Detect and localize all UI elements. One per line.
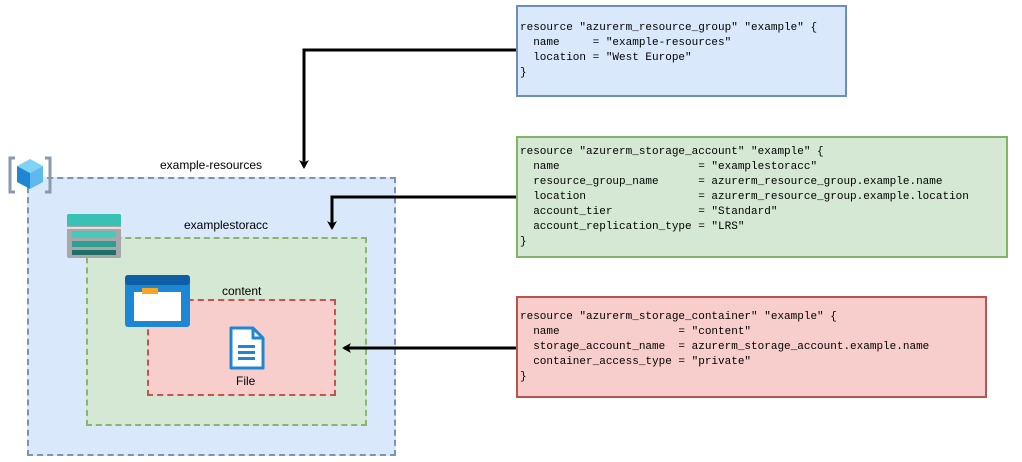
code-line: location = "West Europe" bbox=[520, 52, 692, 64]
code-line: account_tier = "Standard" bbox=[520, 205, 778, 218]
resource-group-cube-icon bbox=[8, 156, 52, 194]
code-line: name = "example-resources" bbox=[520, 37, 732, 49]
code-line: resource "azurerm_storage_account" "exam… bbox=[520, 145, 824, 158]
code-line: resource "azurerm_resource_group" "examp… bbox=[520, 22, 818, 34]
code-line: location = azurerm_resource_group.exampl… bbox=[520, 190, 969, 203]
resource-group-label: example-resources bbox=[160, 158, 263, 172]
code-line: account_replication_type = "LRS" bbox=[520, 220, 745, 233]
storage-container-icon bbox=[125, 275, 190, 327]
code-line: } bbox=[520, 370, 527, 383]
file-label: File bbox=[236, 374, 256, 388]
code-line: name = "content" bbox=[520, 325, 752, 338]
arrow-storage-account bbox=[327, 195, 516, 230]
code-line: } bbox=[520, 67, 527, 79]
storage-account-label: examplestoracc bbox=[184, 218, 269, 232]
file-icon bbox=[229, 326, 265, 370]
storage-container-code-block: resource "azurerm_storage_container" "ex… bbox=[516, 296, 987, 398]
storage-account-code-block: resource "azurerm_storage_account" "exam… bbox=[516, 136, 1008, 258]
storage-account-icon bbox=[67, 214, 121, 258]
arrow-resource-group bbox=[299, 48, 516, 169]
storage-container-code-lines: resource "azurerm_storage_container" "ex… bbox=[520, 310, 929, 385]
container-label: content bbox=[222, 284, 262, 298]
code-line: storage_account_name = azurerm_storage_a… bbox=[520, 340, 930, 353]
code-line: resource "azurerm_storage_container" "ex… bbox=[520, 310, 837, 323]
code-line: resource_group_name = azurerm_resource_g… bbox=[520, 175, 943, 188]
resource-group-code-block: resource "azurerm_resource_group" "examp… bbox=[516, 5, 847, 97]
storage-account-code-lines: resource "azurerm_storage_account" "exam… bbox=[520, 145, 969, 250]
code-line: name = "examplestoracc" bbox=[520, 160, 818, 173]
code-line: container_access_type = "private" bbox=[520, 355, 752, 368]
resource-group-code-lines: resource "azurerm_resource_group" "examp… bbox=[520, 21, 817, 81]
code-line: } bbox=[520, 235, 527, 248]
